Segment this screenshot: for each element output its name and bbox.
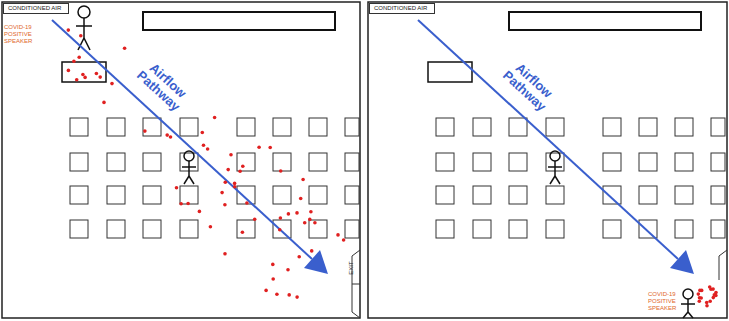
- speaker-label: COVID-19 POSITIVE SPEAKER: [4, 24, 38, 45]
- exit-door: [352, 250, 360, 318]
- speaker-figure: [681, 289, 695, 318]
- exit-label: EXIT: [348, 261, 354, 274]
- aerosol-dots: [67, 28, 718, 307]
- box-label: CONDITIONED AIR: [8, 5, 64, 12]
- airflow-label: Airflow Pathway: [128, 52, 199, 120]
- exit-door: [719, 250, 727, 280]
- airflow-arrow: [418, 20, 694, 274]
- box-label: CONDITIONED AIR: [374, 5, 430, 12]
- airflow-label: Airflow Pathway: [494, 52, 565, 120]
- conditioned-air-box: CONDITIONED AIR: [3, 3, 69, 14]
- speaker-label: COVID-19 POSITIVE SPEAKER: [648, 291, 682, 312]
- airflow-arrow: [52, 20, 328, 274]
- conditioned-air-box: CONDITIONED AIR: [369, 3, 435, 14]
